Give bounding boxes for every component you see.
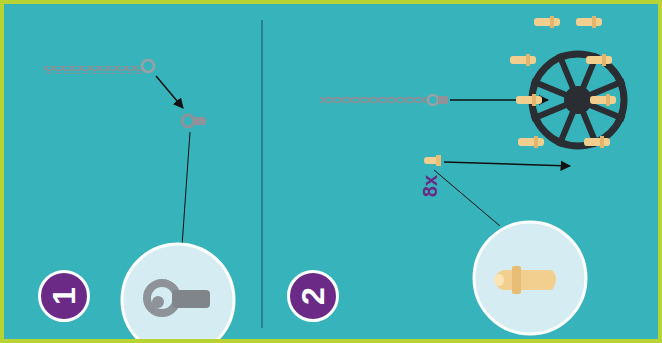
chain: [320, 95, 448, 105]
ball-joint-zoom: [147, 283, 210, 313]
wheel: [510, 16, 624, 148]
zoom-callout: [122, 244, 234, 339]
step-number-circle: 2: [287, 270, 339, 322]
chain: [44, 60, 154, 74]
peg-zoom: [494, 266, 556, 294]
zoom-callout: [474, 222, 586, 334]
ball-joint-part: [182, 115, 206, 127]
peg-part: [424, 155, 441, 166]
panel-background: 1 2 8x: [4, 4, 658, 339]
step-number-circle: 1: [38, 270, 90, 322]
step-divider: [261, 20, 263, 328]
quantity-label: 8x: [420, 175, 440, 197]
step-number: 1: [48, 287, 80, 305]
step-number: 2: [297, 287, 329, 305]
